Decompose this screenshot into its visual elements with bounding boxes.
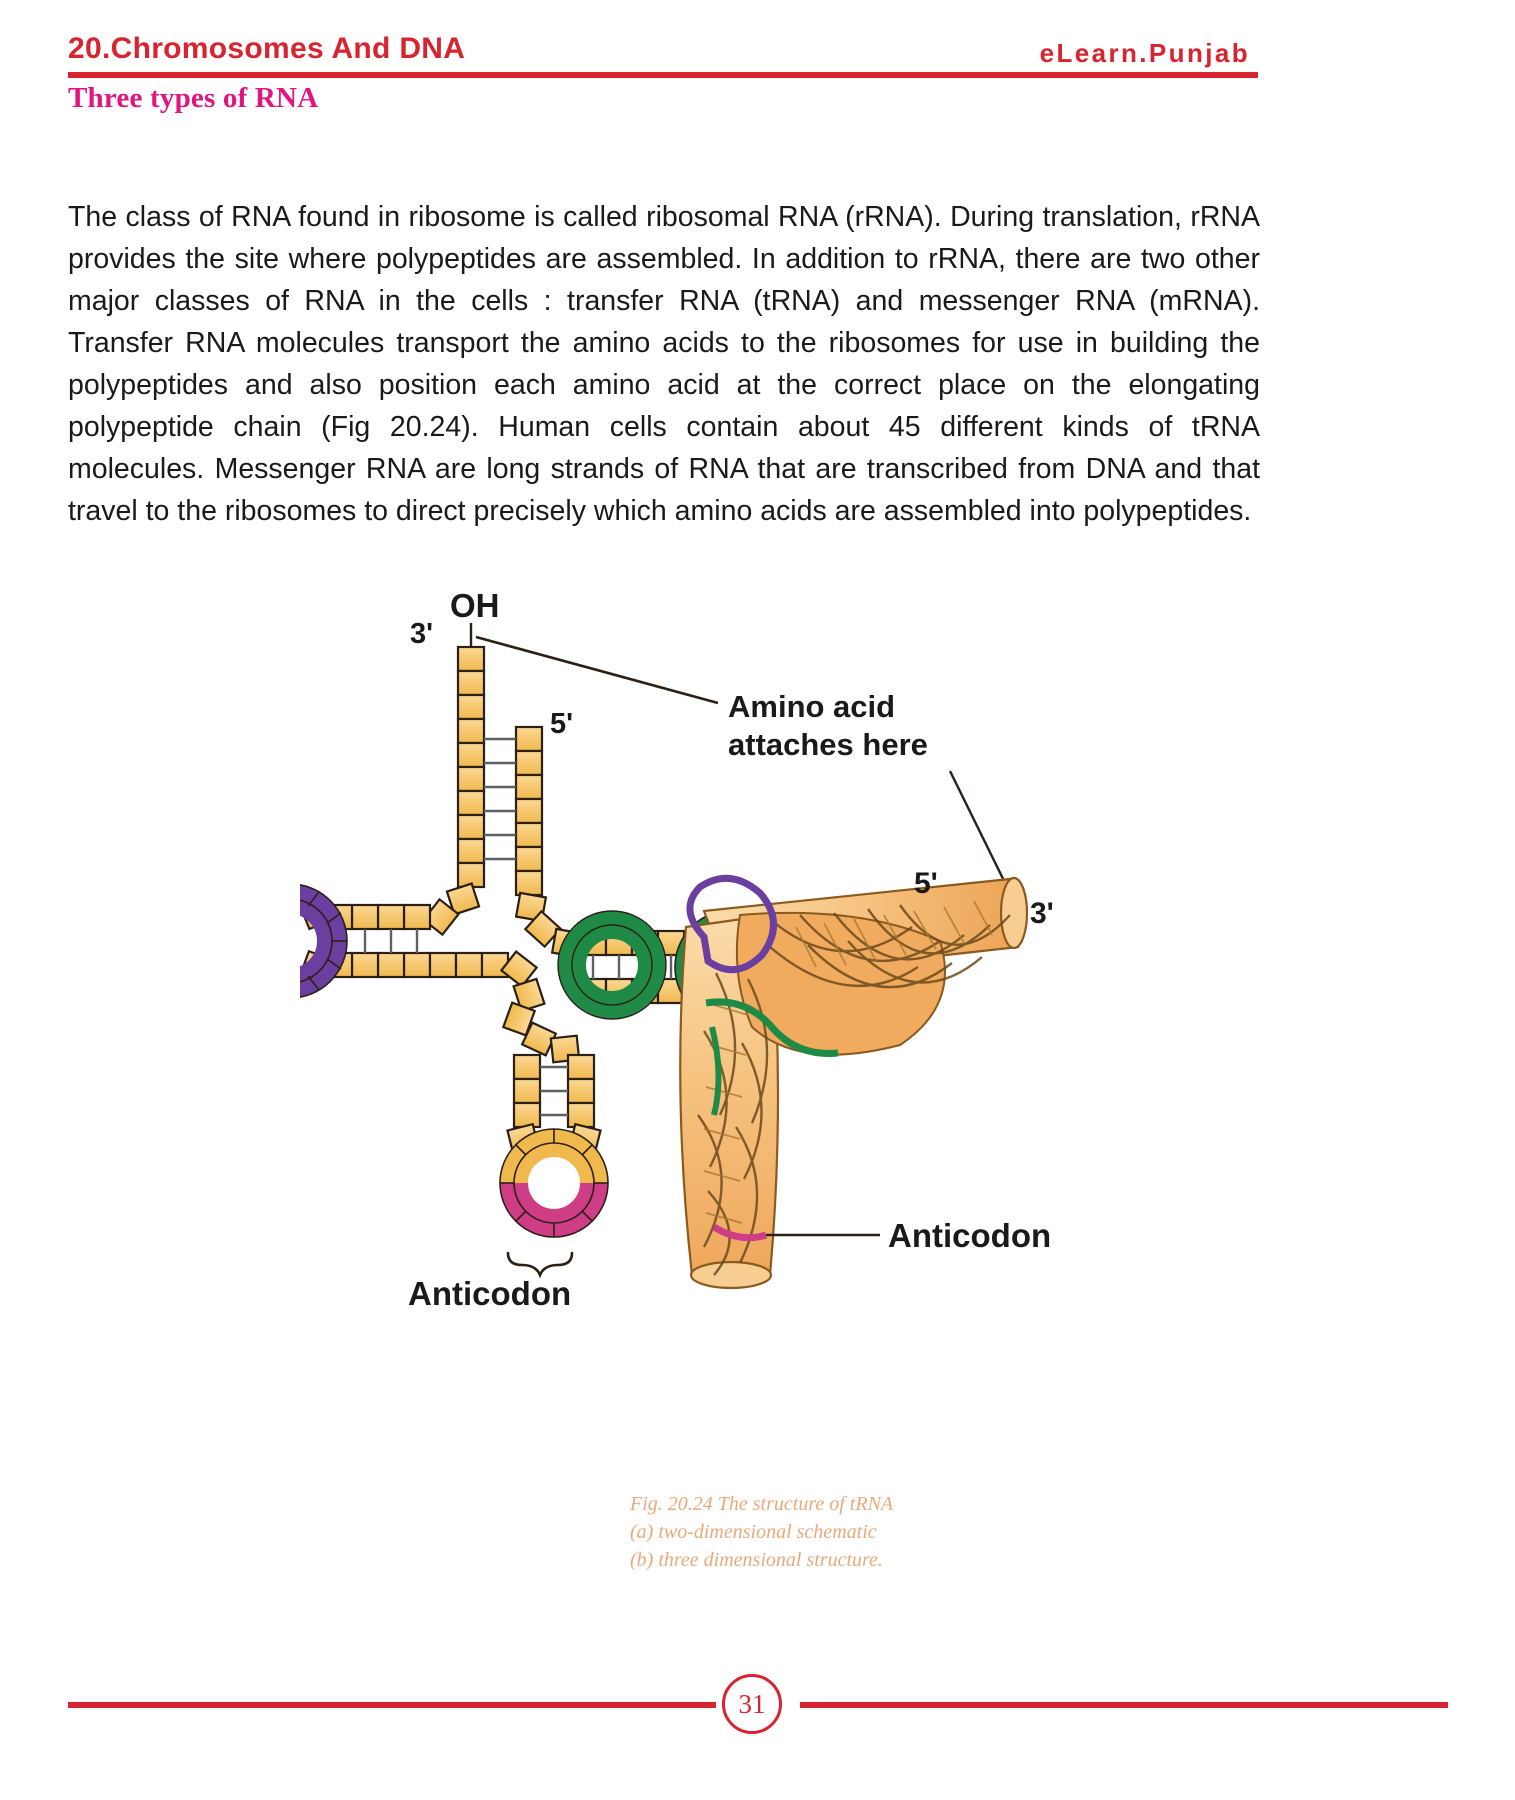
t-loop-green-3d: [705, 998, 839, 1057]
junction-backbone-left: [421, 861, 486, 937]
figure-caption-line-2: (a) two-dimensional schematic: [630, 1521, 877, 1543]
t-loop-green-3d-lower: [709, 1026, 722, 1116]
figure-trna-structure: OH 3' 5' Amino acid attaches here Antico…: [300, 575, 1090, 1395]
anticodon-brace: [506, 1251, 574, 1279]
ribbon-anticodon-cap: [689, 1260, 773, 1290]
page-header: 20.Chromosomes And DNA eLearn.Punjab: [68, 18, 1258, 80]
central-junction-backbone: [428, 949, 581, 1064]
anticodon-pink-3d: [712, 1223, 768, 1242]
label-5prime-3d: 5': [914, 867, 938, 900]
label-anticodon-schematic: Anticodon: [408, 1275, 571, 1312]
label-3prime-3d: 3': [1030, 897, 1054, 930]
footer-divider-left: [68, 1702, 716, 1708]
acceptor-stem-5prime: [514, 725, 544, 873]
anticodon-stem-basepairs: [540, 1065, 568, 1117]
chapter-title: 20.Chromosomes And DNA: [68, 32, 466, 65]
label-oh: OH: [450, 587, 500, 624]
right-junction-backbone: [514, 869, 584, 959]
acceptor-stem-3prime: [456, 645, 486, 865]
label-anticodon-3d: Anticodon: [888, 1217, 1051, 1254]
anticodon-arm-right-strand: [566, 1053, 602, 1156]
figure-caption: Fig. 20.24 The structure of tRNA (a) two…: [630, 1490, 1050, 1574]
figure-caption-line-1: Fig. 20.24 The structure of tRNA: [630, 1493, 894, 1515]
figure-caption-line-3: (b) three dimensional structure.: [630, 1549, 883, 1571]
header-divider: [68, 72, 1258, 78]
acceptor-stem-basepairs: [484, 737, 516, 861]
page-number-badge: 31: [722, 1674, 782, 1734]
helix-rungs: [703, 900, 993, 1224]
section-heading: Three types of RNA: [68, 82, 319, 114]
footer-divider-right: [800, 1702, 1448, 1708]
d-loop-purple-3d: [686, 874, 777, 974]
anticodon-loop-ring: [499, 1128, 609, 1238]
amino-acid-leader-line-3d: [948, 770, 1014, 898]
page-footer: 31: [0, 1672, 1515, 1742]
brand-label: eLearn.Punjab: [1039, 38, 1250, 68]
body-paragraph: The class of RNA found in ribosome is ca…: [68, 201, 1260, 527]
d-loop-purple-ring: [300, 884, 348, 998]
label-3prime-schematic: 3': [410, 618, 433, 650]
ribbon-acceptor-cap: [999, 876, 1029, 950]
label-amino-acid-line1: Amino acid: [728, 689, 895, 724]
amino-acid-leader-line: [475, 635, 719, 705]
three-dimensional-structure: 5' 3' Anticodon: [557, 770, 1054, 1290]
d-arm-basepairs: [337, 929, 419, 953]
t-loop-green-ring-detached: [557, 910, 667, 1020]
label-5prime-schematic: 5': [550, 708, 573, 740]
page-number: 31: [738, 1688, 766, 1719]
label-amino-acid-line2: attaches here: [728, 727, 928, 762]
